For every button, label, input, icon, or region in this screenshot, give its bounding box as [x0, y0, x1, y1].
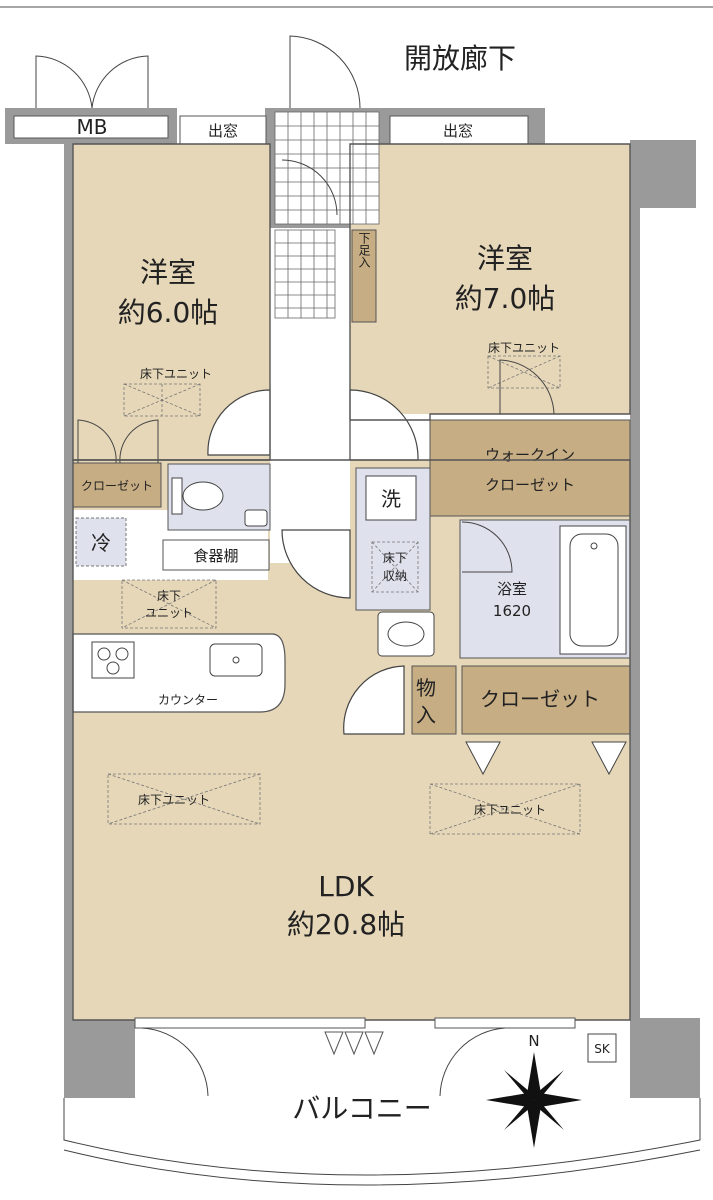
bay-window-right	[389, 115, 529, 145]
bathroom-name: 浴室	[497, 580, 527, 598]
room-left-size: 約6.0帖	[118, 296, 219, 329]
small-closet-label: クローゼット	[81, 479, 153, 493]
washer-space	[365, 475, 417, 521]
mb-box	[13, 115, 169, 139]
balcony-door-swing-icon	[141, 1027, 506, 1097]
stove-icon	[91, 641, 135, 679]
shoe-storage	[351, 229, 377, 323]
sk-box	[587, 1033, 617, 1063]
ldk-name: LDK	[318, 870, 374, 903]
storage-door-swing-icon	[343, 665, 405, 735]
walk-in-closet-label-2: クローゼット	[485, 476, 575, 494]
north-label: N	[528, 1032, 539, 1050]
storage-closet	[411, 665, 457, 735]
corridor-label: 開放廊下	[404, 42, 516, 75]
entry-door-swing-icon	[289, 35, 361, 109]
washer-label: 洗	[381, 487, 401, 511]
compass-icon	[486, 1052, 582, 1148]
underfloor-ldk-left-label: 床下ユニット	[138, 793, 210, 807]
bathtub-icon	[559, 525, 627, 655]
underfloor-left-label: 床下ユニット	[140, 367, 212, 381]
mb-door-swing-icon	[35, 55, 149, 109]
left-room-door-swing-icon	[207, 389, 271, 456]
toilet-icon	[171, 477, 268, 527]
balcony-window-frames	[134, 1017, 576, 1056]
sk-label: SK	[594, 1042, 611, 1056]
room-right-name: 洋室	[477, 242, 533, 275]
underfloor-kitchen-label-1: 床下	[157, 589, 181, 603]
inner-entry-door-swing-icon	[281, 159, 338, 216]
balcony-outline	[63, 1098, 701, 1176]
bay-window-right-label: 出窓	[443, 122, 473, 140]
underfloor-right-label: 床下ユニット	[488, 341, 560, 355]
counter-label: カウンター	[158, 693, 218, 707]
bay-window-left-label: 出窓	[208, 122, 238, 140]
bay-window-left	[179, 115, 267, 145]
dish-shelf	[162, 539, 270, 571]
right-room-door-swing-icon	[349, 389, 419, 461]
ldk-door-swing-icon	[281, 529, 351, 599]
underfloor-ldk-right-label: 床下ユニット	[474, 803, 546, 817]
underfloor-storage-label-1: 床下	[383, 551, 407, 565]
underfloor-ldk-left-box	[107, 773, 261, 825]
underfloor-kitchen-label-2: ユニット	[145, 606, 193, 620]
fridge-label: 冷	[91, 531, 111, 555]
sink-icon	[209, 643, 263, 677]
room-outlines	[72, 143, 631, 1021]
balcony-label: バルコニー	[292, 1092, 431, 1125]
walk-in-closet	[429, 419, 631, 517]
room-right-size: 約7.0帖	[455, 282, 556, 315]
walk-in-closet-label-1: ウォークイン	[485, 446, 575, 464]
room-left-name: 洋室	[140, 256, 196, 289]
storage-label-1: 物	[416, 676, 436, 700]
storage-label-2: 入	[416, 703, 436, 727]
balcony-outline-outer	[63, 1149, 701, 1186]
dish-shelf-label: 食器棚	[193, 547, 238, 565]
mb-label: MB	[77, 115, 108, 139]
large-closet-door-icon	[465, 741, 627, 776]
shoe-storage-label: 下足入	[357, 232, 371, 268]
fridge-space	[75, 517, 127, 567]
underfloor-ldk-right-box	[429, 783, 581, 835]
underfloor-storage-box	[371, 541, 419, 593]
underfloor-kitchen-box	[121, 579, 217, 629]
ldk-size: 約20.8帖	[287, 908, 405, 941]
underfloor-left-box	[123, 383, 201, 417]
large-closet-label: クローゼット	[480, 687, 600, 711]
wic-door-swing-icon	[499, 359, 555, 415]
entry-tile-grid	[274, 111, 380, 319]
washbasin-icon	[377, 611, 435, 657]
underfloor-storage-label-2: 収納	[383, 569, 407, 583]
large-closet	[461, 665, 631, 735]
bathroom-size: 1620	[493, 602, 531, 620]
bathroom-door-swing-icon	[461, 521, 513, 573]
small-closet-door-swing-icon	[77, 419, 159, 464]
